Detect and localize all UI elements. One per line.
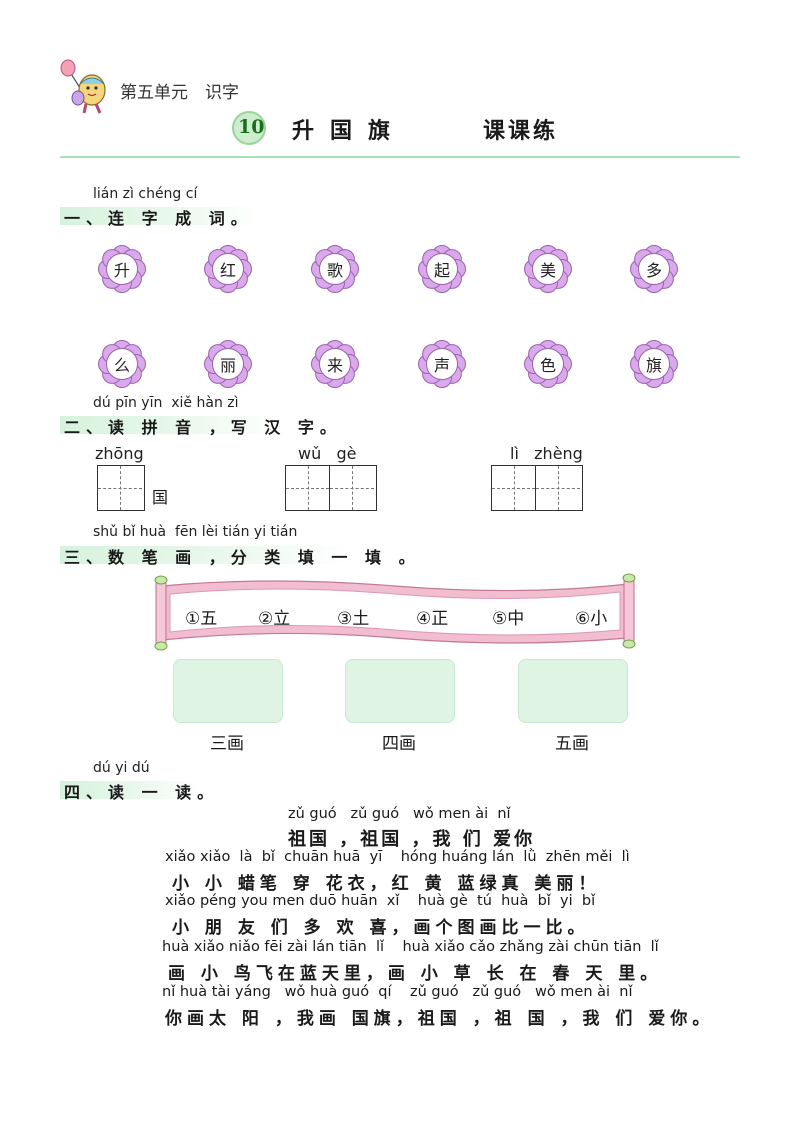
grid-cell[interactable]	[330, 466, 374, 510]
poem-title-pinyin: zǔ guó zǔ guó wǒ men ài nǐ	[288, 806, 511, 822]
mascot-illustration	[58, 58, 116, 116]
writing-grid[interactable]	[285, 465, 377, 511]
section3-heading: 三、数 笔 画 ，分 类 填 一 填 。	[64, 548, 421, 567]
flower-char[interactable]: 美	[523, 244, 573, 294]
lesson-title: 升国旗	[292, 118, 407, 144]
unit-label: 第五单元 识字	[120, 83, 239, 103]
flower-char[interactable]: 歌	[310, 244, 360, 294]
scroll-item: ⑤中	[492, 609, 525, 629]
section2-pinyin: dú pīn yīn xiě hàn zì	[93, 395, 239, 411]
flower-char[interactable]: 升	[97, 244, 147, 294]
poem-line: 画 小 鸟飞在蓝天里，画 小 草 长 在 春 天 里。	[168, 964, 663, 984]
scroll-item: ⑥小	[575, 609, 608, 629]
scroll-item: ③土	[337, 609, 370, 629]
section2-heading: 二、读 拼 音 ，写 汉 字。	[64, 418, 342, 437]
flower-char-text: 来	[319, 348, 351, 380]
flower-char-text: 么	[106, 348, 138, 380]
poem-line-pinyin: huà xiǎo niǎo fēi zài lán tiān lǐ huà xi…	[162, 939, 659, 955]
poem-line-pinyin: nǐ huà tài yáng wǒ huà guó qí zǔ guó zǔ …	[162, 984, 633, 1000]
practice-label: 课课练	[483, 118, 559, 144]
flower-char-text: 美	[532, 253, 564, 285]
scroll-item: ②立	[258, 609, 291, 629]
answer-box-four-strokes[interactable]	[345, 659, 455, 723]
section4-heading: 四、读 一 读。	[64, 783, 220, 802]
item1-pinyin: zhōng	[95, 444, 144, 463]
item1-suffix: 国	[152, 488, 169, 507]
poem-line: 你画太 阳 ，我画 国旗，祖国 ，祖 国 ，我 们 爱你。	[165, 1009, 715, 1029]
grid-cell[interactable]	[492, 466, 536, 510]
flower-char[interactable]: 丽	[203, 339, 253, 389]
flower-char-text: 声	[426, 348, 458, 380]
lesson-number: 10	[238, 116, 265, 138]
box-label: 五画	[555, 734, 589, 754]
mascot-icon	[60, 59, 106, 114]
flower-char[interactable]: 起	[417, 244, 467, 294]
grid-cell[interactable]	[286, 466, 330, 510]
flower-char[interactable]: 来	[310, 339, 360, 389]
poem-line-pinyin: xiǎo xiǎo là bǐ chuān huā yī hóng huáng …	[165, 849, 630, 865]
header-divider	[60, 156, 740, 158]
section4-heading-bar	[60, 781, 200, 799]
section1-heading-bar	[60, 207, 260, 225]
flower-char[interactable]: 红	[203, 244, 253, 294]
section2-heading-bar	[60, 416, 280, 434]
box-label: 三画	[210, 734, 244, 754]
flower-char-text: 红	[212, 253, 244, 285]
flower-char-text: 起	[426, 253, 458, 285]
flower-char[interactable]: 多	[629, 244, 679, 294]
poem-title: 祖国 ，祖国 ，我 们 爱你	[288, 829, 536, 850]
poem-line: 小 朋 友 们 多 欢 喜，画个图画比一比。	[172, 918, 590, 938]
section1-heading: 一、连 字 成 词。	[64, 209, 253, 228]
writing-grid[interactable]	[97, 465, 145, 511]
flower-char[interactable]: 么	[97, 339, 147, 389]
grid-cell[interactable]	[536, 466, 580, 510]
writing-grid[interactable]	[491, 465, 583, 511]
flower-char-text: 升	[106, 253, 138, 285]
flower-char-text: 色	[532, 348, 564, 380]
poem-line-pinyin: xiǎo péng you men duō huān xǐ huà gè tú …	[165, 893, 596, 909]
flower-char[interactable]: 旗	[629, 339, 679, 389]
box-label: 四画	[382, 734, 416, 754]
scroll-item: ①五	[185, 609, 218, 629]
flower-char-text: 丽	[212, 348, 244, 380]
poem-line: 小 小 蜡笔 穿 花衣，红 黄 蓝绿真 美丽！	[172, 874, 601, 894]
lesson-number-badge	[232, 111, 266, 145]
item2-pinyin: wǔ gè	[298, 444, 357, 463]
section3-pinyin: shǔ bǐ huà fēn lèi tián yi tián	[93, 524, 298, 540]
flower-char[interactable]: 声	[417, 339, 467, 389]
scroll-banner-shape	[154, 573, 636, 651]
flower-char[interactable]: 色	[523, 339, 573, 389]
section3-heading-bar	[60, 546, 350, 564]
grid-cell[interactable]	[98, 466, 142, 510]
section1-pinyin: lián zì chéng cí	[93, 186, 198, 202]
scroll-banner	[150, 572, 640, 652]
scroll-item: ④正	[416, 609, 449, 629]
flower-char-text: 歌	[319, 253, 351, 285]
flower-char-text: 旗	[638, 348, 670, 380]
answer-box-three-strokes[interactable]	[173, 659, 283, 723]
answer-box-five-strokes[interactable]	[518, 659, 628, 723]
section4-pinyin: dú yi dú	[93, 760, 150, 776]
flower-char-text: 多	[638, 253, 670, 285]
item3-pinyin: lì zhèng	[510, 444, 583, 463]
